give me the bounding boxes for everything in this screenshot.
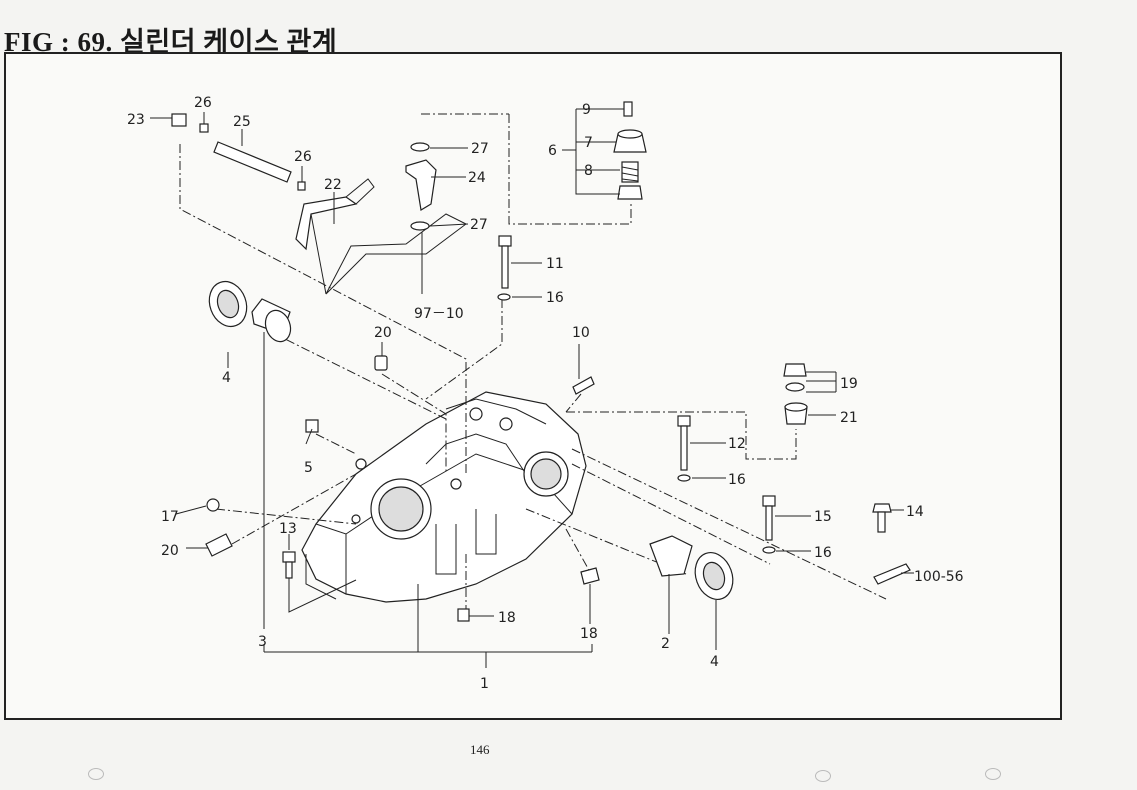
bolts-group [282,235,911,585]
leader-lines [150,108,914,668]
part-27b-oring [410,221,430,231]
lever-linkage-group [171,113,467,295]
part-13-bolt-head [282,551,296,563]
callout-6: 6 [548,143,557,159]
valve-assembly [613,101,647,200]
callout-23: 23 [127,112,145,128]
callout-4a: 4 [222,370,231,386]
part-16-washer-b [677,474,691,482]
part-20-plug-a [374,355,388,371]
part-8-spring [621,161,639,183]
callout-14: 14 [906,504,924,520]
part-18-plug-b [580,567,600,585]
part-11-bolt-head [498,235,512,247]
callout-19: 19 [840,376,858,392]
part-100-56-pin [873,563,911,585]
callout-21: 21 [840,410,858,426]
callout-2: 2 [661,636,670,652]
callout-27a: 27 [471,141,489,157]
exploded-parts-diagram: 23 26 25 26 22 27 24 27 97－10 9 7 6 8 11… [127,95,964,692]
page-number: 146 [470,742,490,757]
part-22-lever [295,196,358,251]
callout-9: 9 [582,102,591,118]
part-17-oring [206,498,220,512]
part-12-bolt-head [677,415,691,427]
part-15-bolt-head [762,495,776,507]
scan-mark [815,770,831,782]
part-20-plug-b [205,533,233,557]
callout-12: 12 [728,436,746,452]
part-5-plug [305,419,319,433]
callout-17: 17 [161,509,179,525]
callout-16b: 16 [728,472,746,488]
callout-15: 15 [814,509,832,525]
callout-25: 25 [233,114,251,130]
seals-group [208,280,734,600]
part-27-oring [410,142,430,152]
ref-97-10: 97－10 [414,306,464,322]
scan-mark [985,768,1001,780]
part-24-bracket [405,159,437,211]
callout-26a: 26 [194,95,212,111]
callout-16a: 16 [546,290,564,306]
part-18-plug-a [457,608,470,622]
part-16-washer-c [762,546,776,554]
cylinder-case-body [301,391,587,603]
callout-26b: 26 [294,149,312,165]
ref-100-56: 100-56 [914,569,964,585]
part-16-washer-a [497,293,511,301]
part-14-bolt-head [872,503,892,513]
callout-20b: 20 [161,543,179,559]
part-26b-pin [297,181,306,191]
diagram-frame: 23 26 25 26 22 27 24 27 97－10 9 7 6 8 11… [4,52,1062,720]
fittings-group [205,355,808,622]
callout-1: 1 [480,676,489,692]
part-2-bushing [649,535,693,577]
callout-18b: 18 [580,626,598,642]
callout-10: 10 [572,325,590,341]
bracket-group [405,142,437,231]
callout-22: 22 [324,177,342,193]
assembly-guide-lines [179,113,887,609]
scan-mark [88,768,104,780]
callout-27b: 27 [470,217,488,233]
callout-7: 7 [584,135,593,151]
part-23-joint [171,113,187,127]
callout-24: 24 [468,170,486,186]
callout-13: 13 [279,521,297,537]
callout-labels: 23 26 25 26 22 27 24 27 97－10 9 7 6 8 11… [127,95,964,692]
part-25-rod [213,141,292,183]
callout-20a: 20 [374,325,392,341]
valve-body [617,185,643,200]
callout-4b: 4 [710,654,719,670]
callout-18a: 18 [498,610,516,626]
callout-11: 11 [546,256,564,272]
callout-8: 8 [584,163,593,179]
callout-16c: 16 [814,545,832,561]
part-19-plug [783,363,807,377]
part-9-screw [623,101,633,117]
callout-5: 5 [304,460,313,476]
callout-3: 3 [258,634,267,650]
part-26-pin [199,123,209,133]
part-10-fitting [572,376,595,395]
